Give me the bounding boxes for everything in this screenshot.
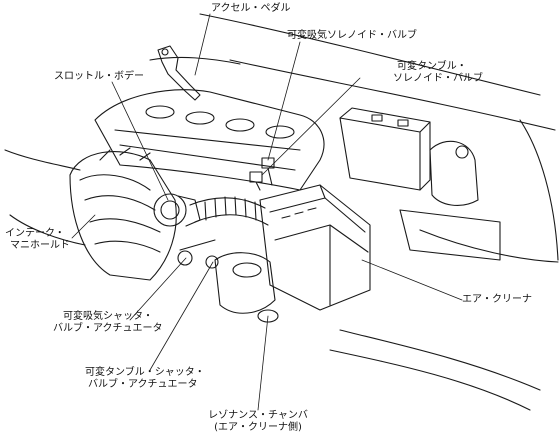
label-var-tumble-solenoid: 可変タンブル・ ソレノイド・バルブ (393, 61, 483, 85)
intake-manifold-line1: インテーク・ (5, 228, 65, 239)
fender-outline-2 (229, 59, 556, 131)
var-intake-shutter-line1: 可変吸気シャッタ・ (63, 311, 153, 322)
label-intake-manifold: インテーク・ マニホールド (5, 228, 70, 252)
label-throttle-body: スロットル・ボデー (54, 71, 144, 83)
var-tumble-solenoid-shape (249, 171, 263, 183)
label-var-tumble-shutter: 可変タンブル・シャッタ・ バルブ・アクチュエータ (85, 367, 205, 391)
cowl-line (149, 56, 241, 65)
var-tumble-solenoid-line2: ソレノイド・バルブ (393, 73, 483, 84)
right-body-edge (519, 119, 559, 261)
resonance-chamber-shape (214, 252, 276, 314)
var-tumble-shutter-line1: 可変タンブル・シャッタ・ (85, 367, 205, 378)
battery (339, 117, 421, 191)
var-tumble-solenoid-line1: 可変タンブル・ (397, 61, 467, 72)
fender-outline (199, 13, 541, 96)
throttle-body-text: スロットル・ボデー (54, 71, 144, 82)
left-body (4, 149, 81, 171)
air-cleaner-text: エア・クリーナ (462, 294, 532, 305)
var-tumble-shutter-line2: バルブ・アクチュエータ (88, 379, 198, 390)
air-cleaner-box (259, 184, 371, 311)
right-lower-body (419, 229, 559, 263)
label-resonance-chamber: レゾナンス・チャンバ (エア・クリーナ側) (198, 410, 318, 434)
intake-manifold-shape (69, 151, 177, 281)
left-body-2 (9, 214, 86, 246)
label-var-intake-shutter: 可変吸気シャッタ・ バルブ・アクチュエータ (53, 311, 163, 335)
accel-pedal-text: アクセル・ペダル (211, 3, 291, 14)
resonance-chamber-line2: (エア・クリーナ側) (214, 422, 302, 433)
accel-pedal-shape (157, 45, 201, 101)
var-intake-solenoid-text: 可変吸気ソレノイド・バルブ (287, 30, 417, 41)
label-accel-pedal: アクセル・ペダル (211, 3, 291, 15)
reservoir (429, 140, 479, 206)
label-var-intake-solenoid: 可変吸気ソレノイド・バルブ (287, 30, 417, 42)
var-intake-shutter-line2: バルブ・アクチュエータ (53, 323, 163, 334)
intake-hose (189, 197, 266, 209)
bumper-line-2 (329, 349, 531, 411)
throttle-body-shape (153, 193, 187, 227)
bumper-line (339, 329, 541, 391)
cylinder-head (94, 89, 325, 191)
resonance-chamber-line1: レゾナンス・チャンバ (208, 410, 308, 421)
intake-manifold-line2: マニホールド (10, 240, 70, 251)
label-air-cleaner: エア・クリーナ (462, 294, 532, 306)
